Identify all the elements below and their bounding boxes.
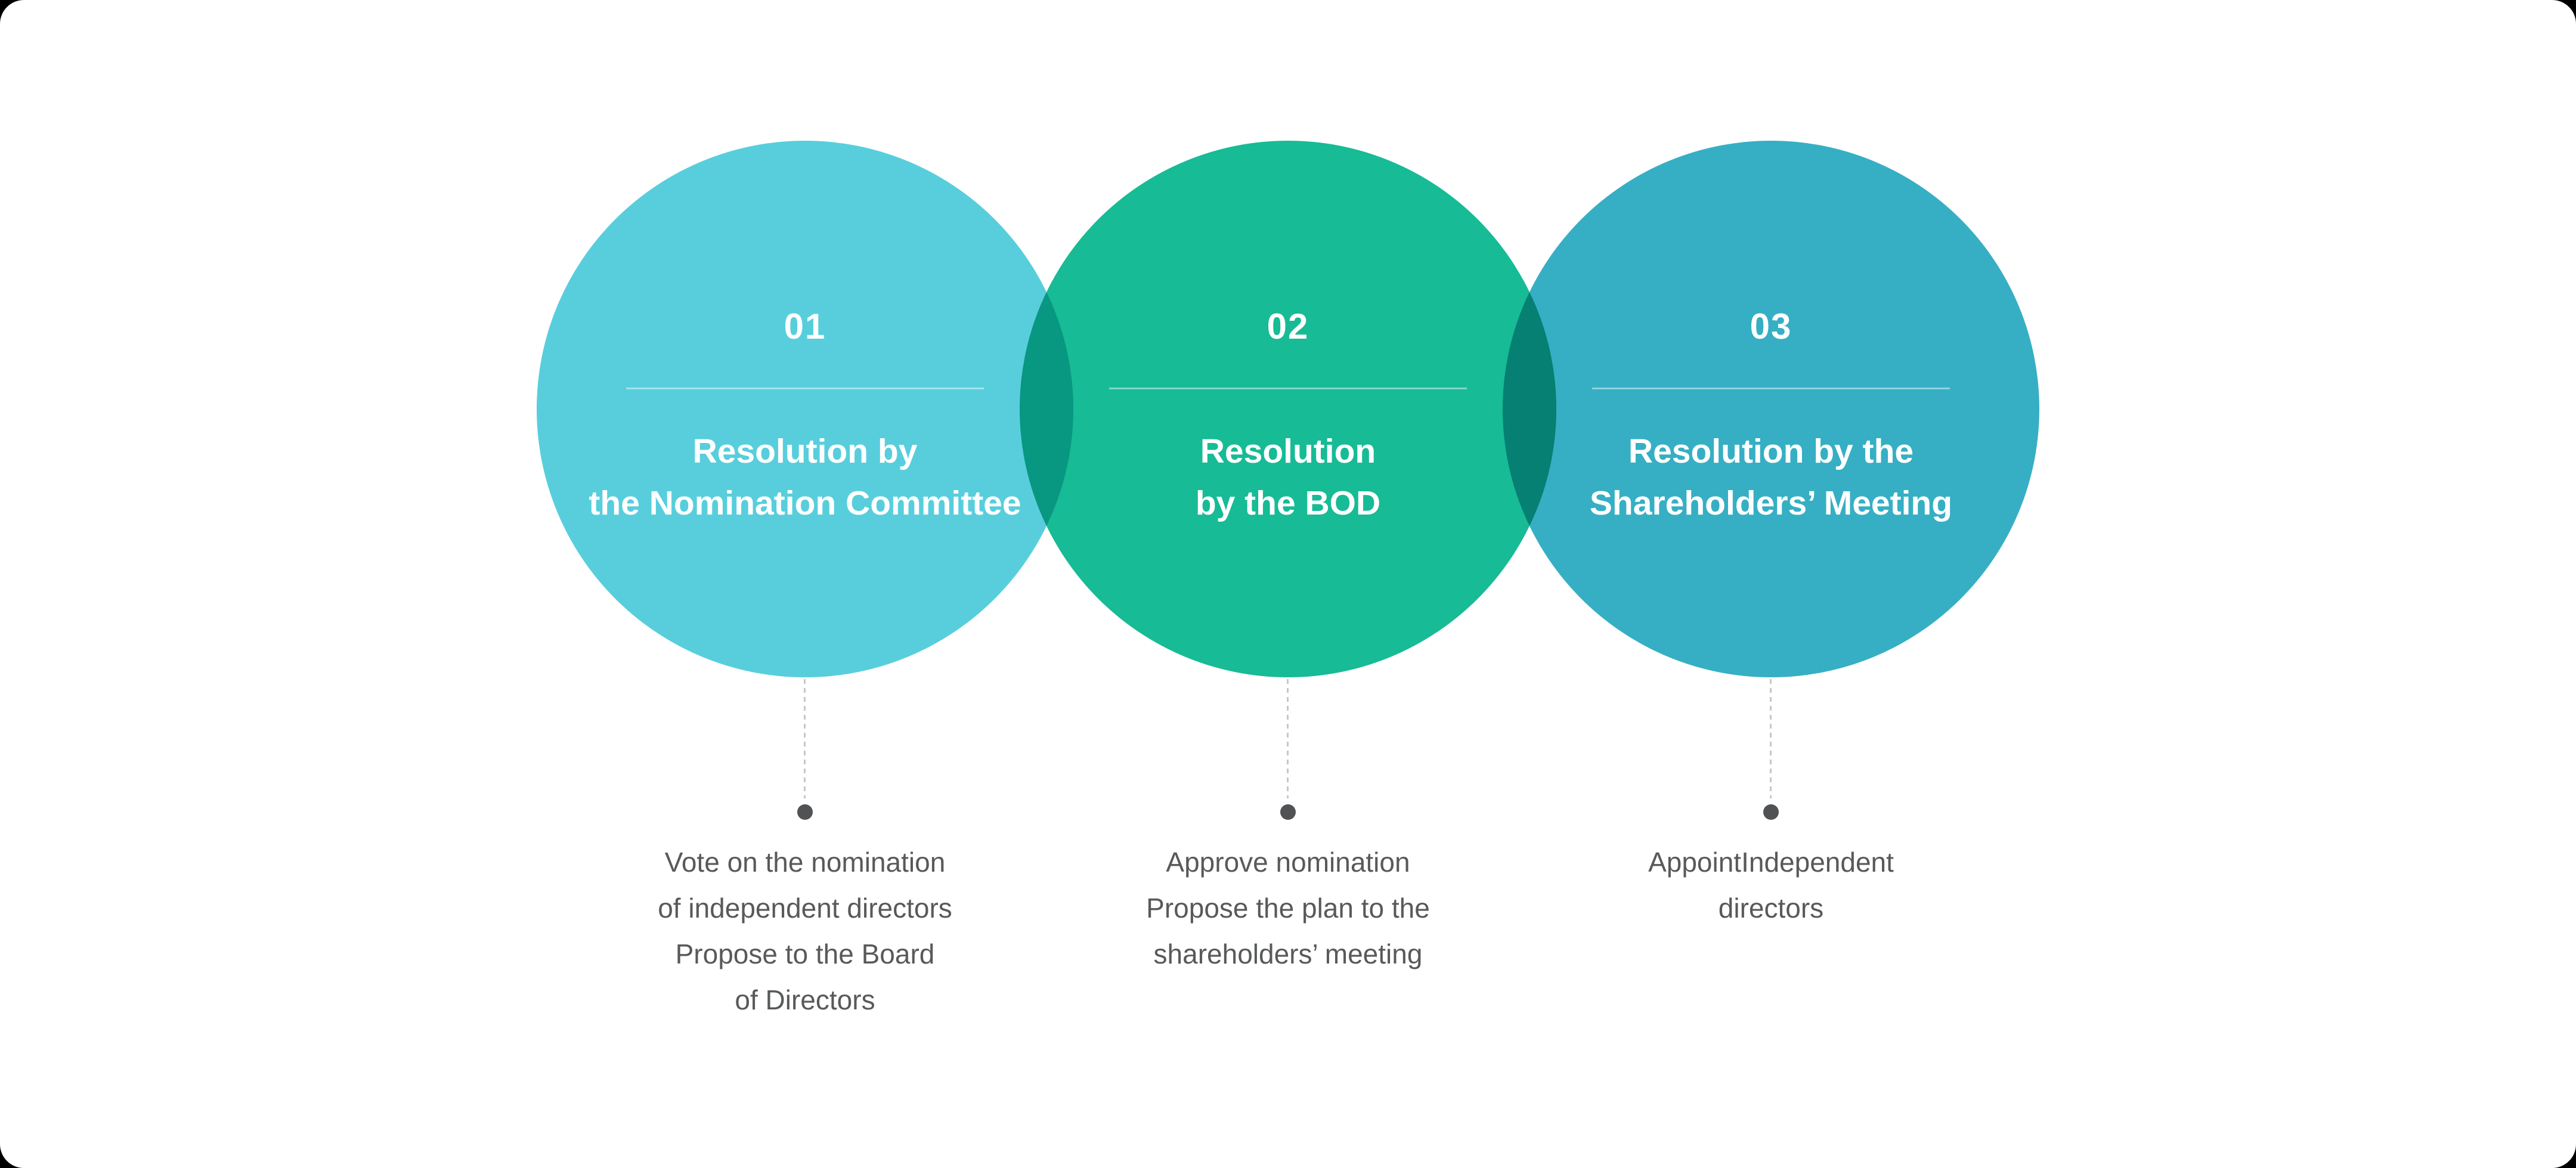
step3-number: 03: [1750, 306, 1792, 346]
step2-divider-line: [1109, 388, 1467, 389]
step1-divider-line: [626, 388, 984, 389]
step1-number: 01: [784, 306, 826, 346]
step2-connector-dashed-line: [1287, 679, 1289, 798]
step3-divider-line: [1592, 388, 1950, 389]
step2-connector-dot: [1280, 804, 1296, 820]
step2-circle: [1020, 141, 1556, 677]
step1-circle: [537, 141, 1073, 677]
step2-number: 02: [1267, 306, 1309, 346]
step1-connector-dashed-line: [804, 679, 806, 798]
step3-connector-dashed-line: [1770, 679, 1772, 798]
step3-connector-dot: [1763, 804, 1779, 820]
step1-connector-dot: [797, 804, 813, 820]
step3-circle: [1503, 141, 2039, 677]
